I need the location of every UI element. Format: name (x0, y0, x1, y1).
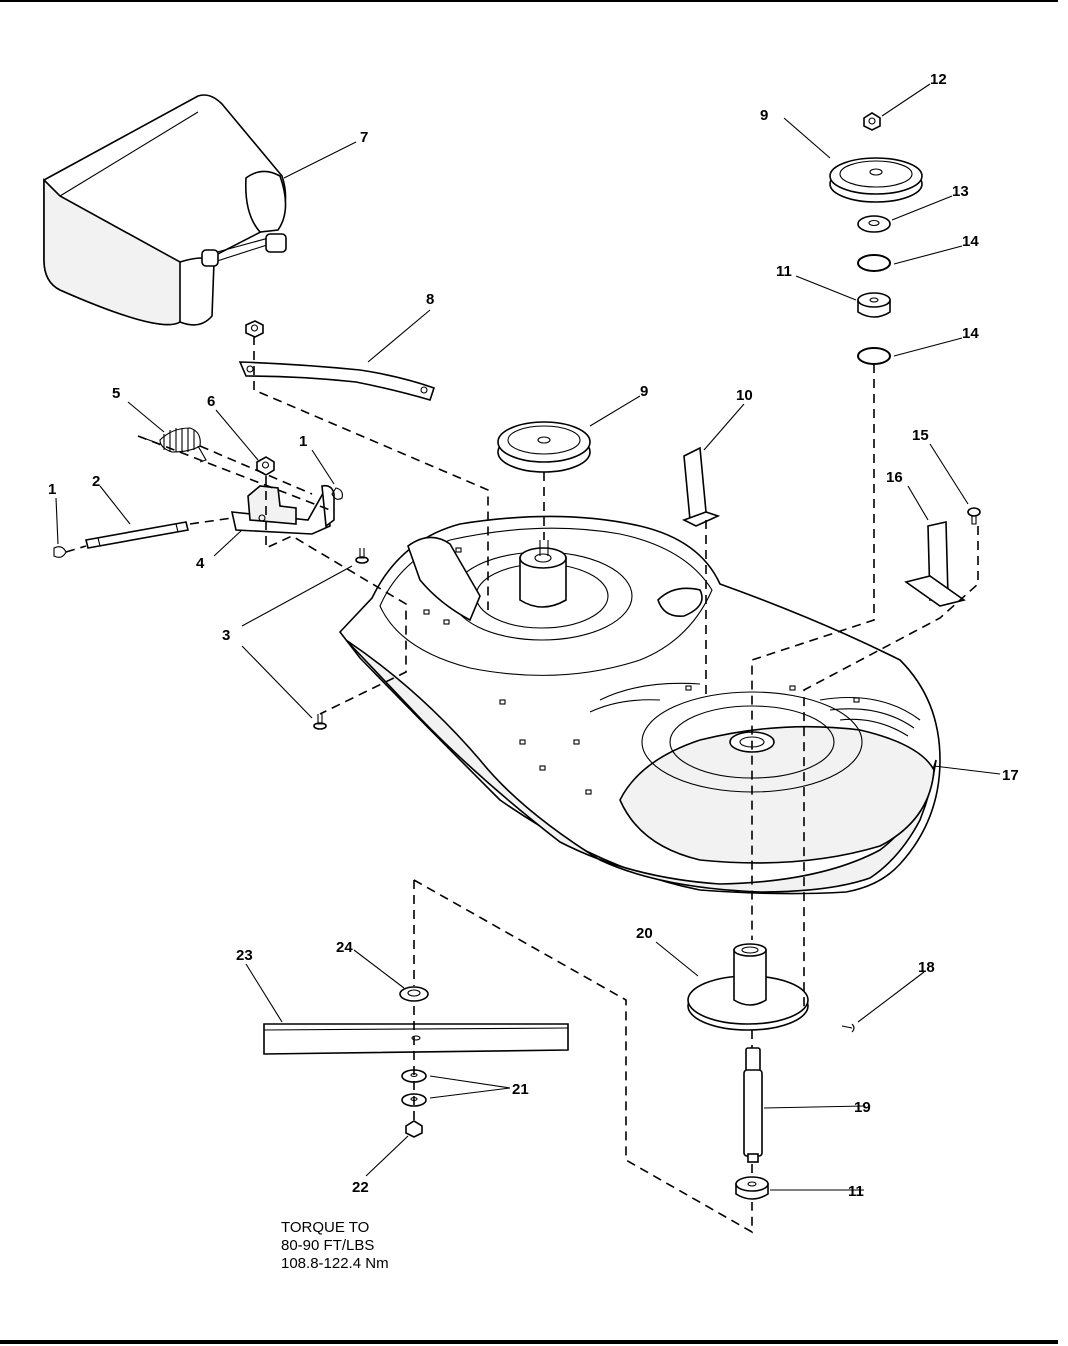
callout-19: 19 (854, 1099, 871, 1116)
hair-pin-clip-left (53, 546, 67, 558)
bottom-rule (0, 1340, 1058, 1344)
callout-10: 10 (736, 387, 753, 404)
callout-labels: 7 8 12 9 13 14 11 14 9 10 15 16 5 6 1 1 … (48, 71, 1019, 1200)
callout-9-upper: 9 (760, 107, 768, 124)
hair-pin-clip-right (331, 487, 343, 500)
callout-8: 8 (426, 291, 434, 308)
mower-deck (338, 515, 941, 895)
leader-lines (55, 83, 1001, 1191)
callout-23: 23 (236, 947, 253, 964)
callout-20: 20 (636, 925, 653, 942)
callout-17: 17 (1002, 767, 1019, 784)
torsion-spring (137, 427, 207, 463)
callout-11-upper: 11 (776, 263, 792, 280)
callout-5: 5 (112, 385, 120, 402)
deck-bolt-lower (313, 714, 327, 730)
callout-9-center: 9 (640, 383, 648, 400)
carriage-bolt (967, 507, 981, 525)
callout-12: 12 (930, 71, 947, 88)
hex-nut-upper (245, 320, 264, 338)
callout-24: 24 (336, 939, 353, 956)
deck-bolt-upper (355, 548, 369, 564)
spindle-housing (687, 943, 809, 1031)
spindle-shaft (743, 1047, 763, 1163)
callout-22: 22 (352, 1179, 369, 1196)
retaining-ring-upper (857, 254, 891, 272)
torque-note-line-1: TORQUE TO (281, 1219, 370, 1236)
blade-nut (405, 1120, 423, 1138)
callout-6-upper: 6 (207, 393, 215, 410)
retaining-ring-lower (857, 347, 891, 365)
callout-18: 18 (918, 959, 935, 976)
callout-11-lower: 11 (848, 1183, 864, 1200)
callout-7: 7 (360, 129, 368, 146)
callout-15: 15 (912, 427, 929, 444)
torque-note: TORQUE TO 80-90 FT/LBS 108.8-122.4 Nm (281, 1219, 389, 1273)
callout-2: 2 (92, 473, 100, 490)
hex-nut-spindle-top (863, 112, 881, 131)
callout-13: 13 (952, 183, 969, 200)
callout-14-lower: 14 (962, 325, 979, 342)
bearing-upper (857, 292, 891, 318)
assembly-lines (65, 336, 979, 1234)
bearing-lower (735, 1176, 769, 1200)
torque-note-line-2: 80-90 FT/LBS (281, 1237, 375, 1254)
pivot-rod (85, 521, 189, 549)
blade-adapter-bushing (399, 986, 429, 1002)
top-rule (0, 0, 1058, 2)
callout-4: 4 (196, 555, 205, 572)
torque-note-line-3: 108.8-122.4 Nm (281, 1255, 389, 1272)
callout-1-right: 1 (299, 433, 307, 450)
callout-3: 3 (222, 627, 230, 644)
flat-washer (857, 215, 891, 233)
callout-14-upper: 14 (962, 233, 979, 250)
chute-bracket (230, 484, 335, 535)
mower-blade (263, 1023, 569, 1055)
housing-screw (841, 1023, 855, 1033)
discharge-chute (43, 94, 287, 326)
chute-deflector-rod (238, 361, 436, 401)
callout-16: 16 (886, 469, 903, 486)
callout-21: 21 (512, 1081, 529, 1098)
pulley-upper-right (829, 157, 923, 203)
belt-guide-left (681, 446, 721, 527)
belt-guide-right (904, 521, 966, 607)
callout-1-left: 1 (48, 481, 56, 498)
pulley-center (497, 421, 591, 473)
